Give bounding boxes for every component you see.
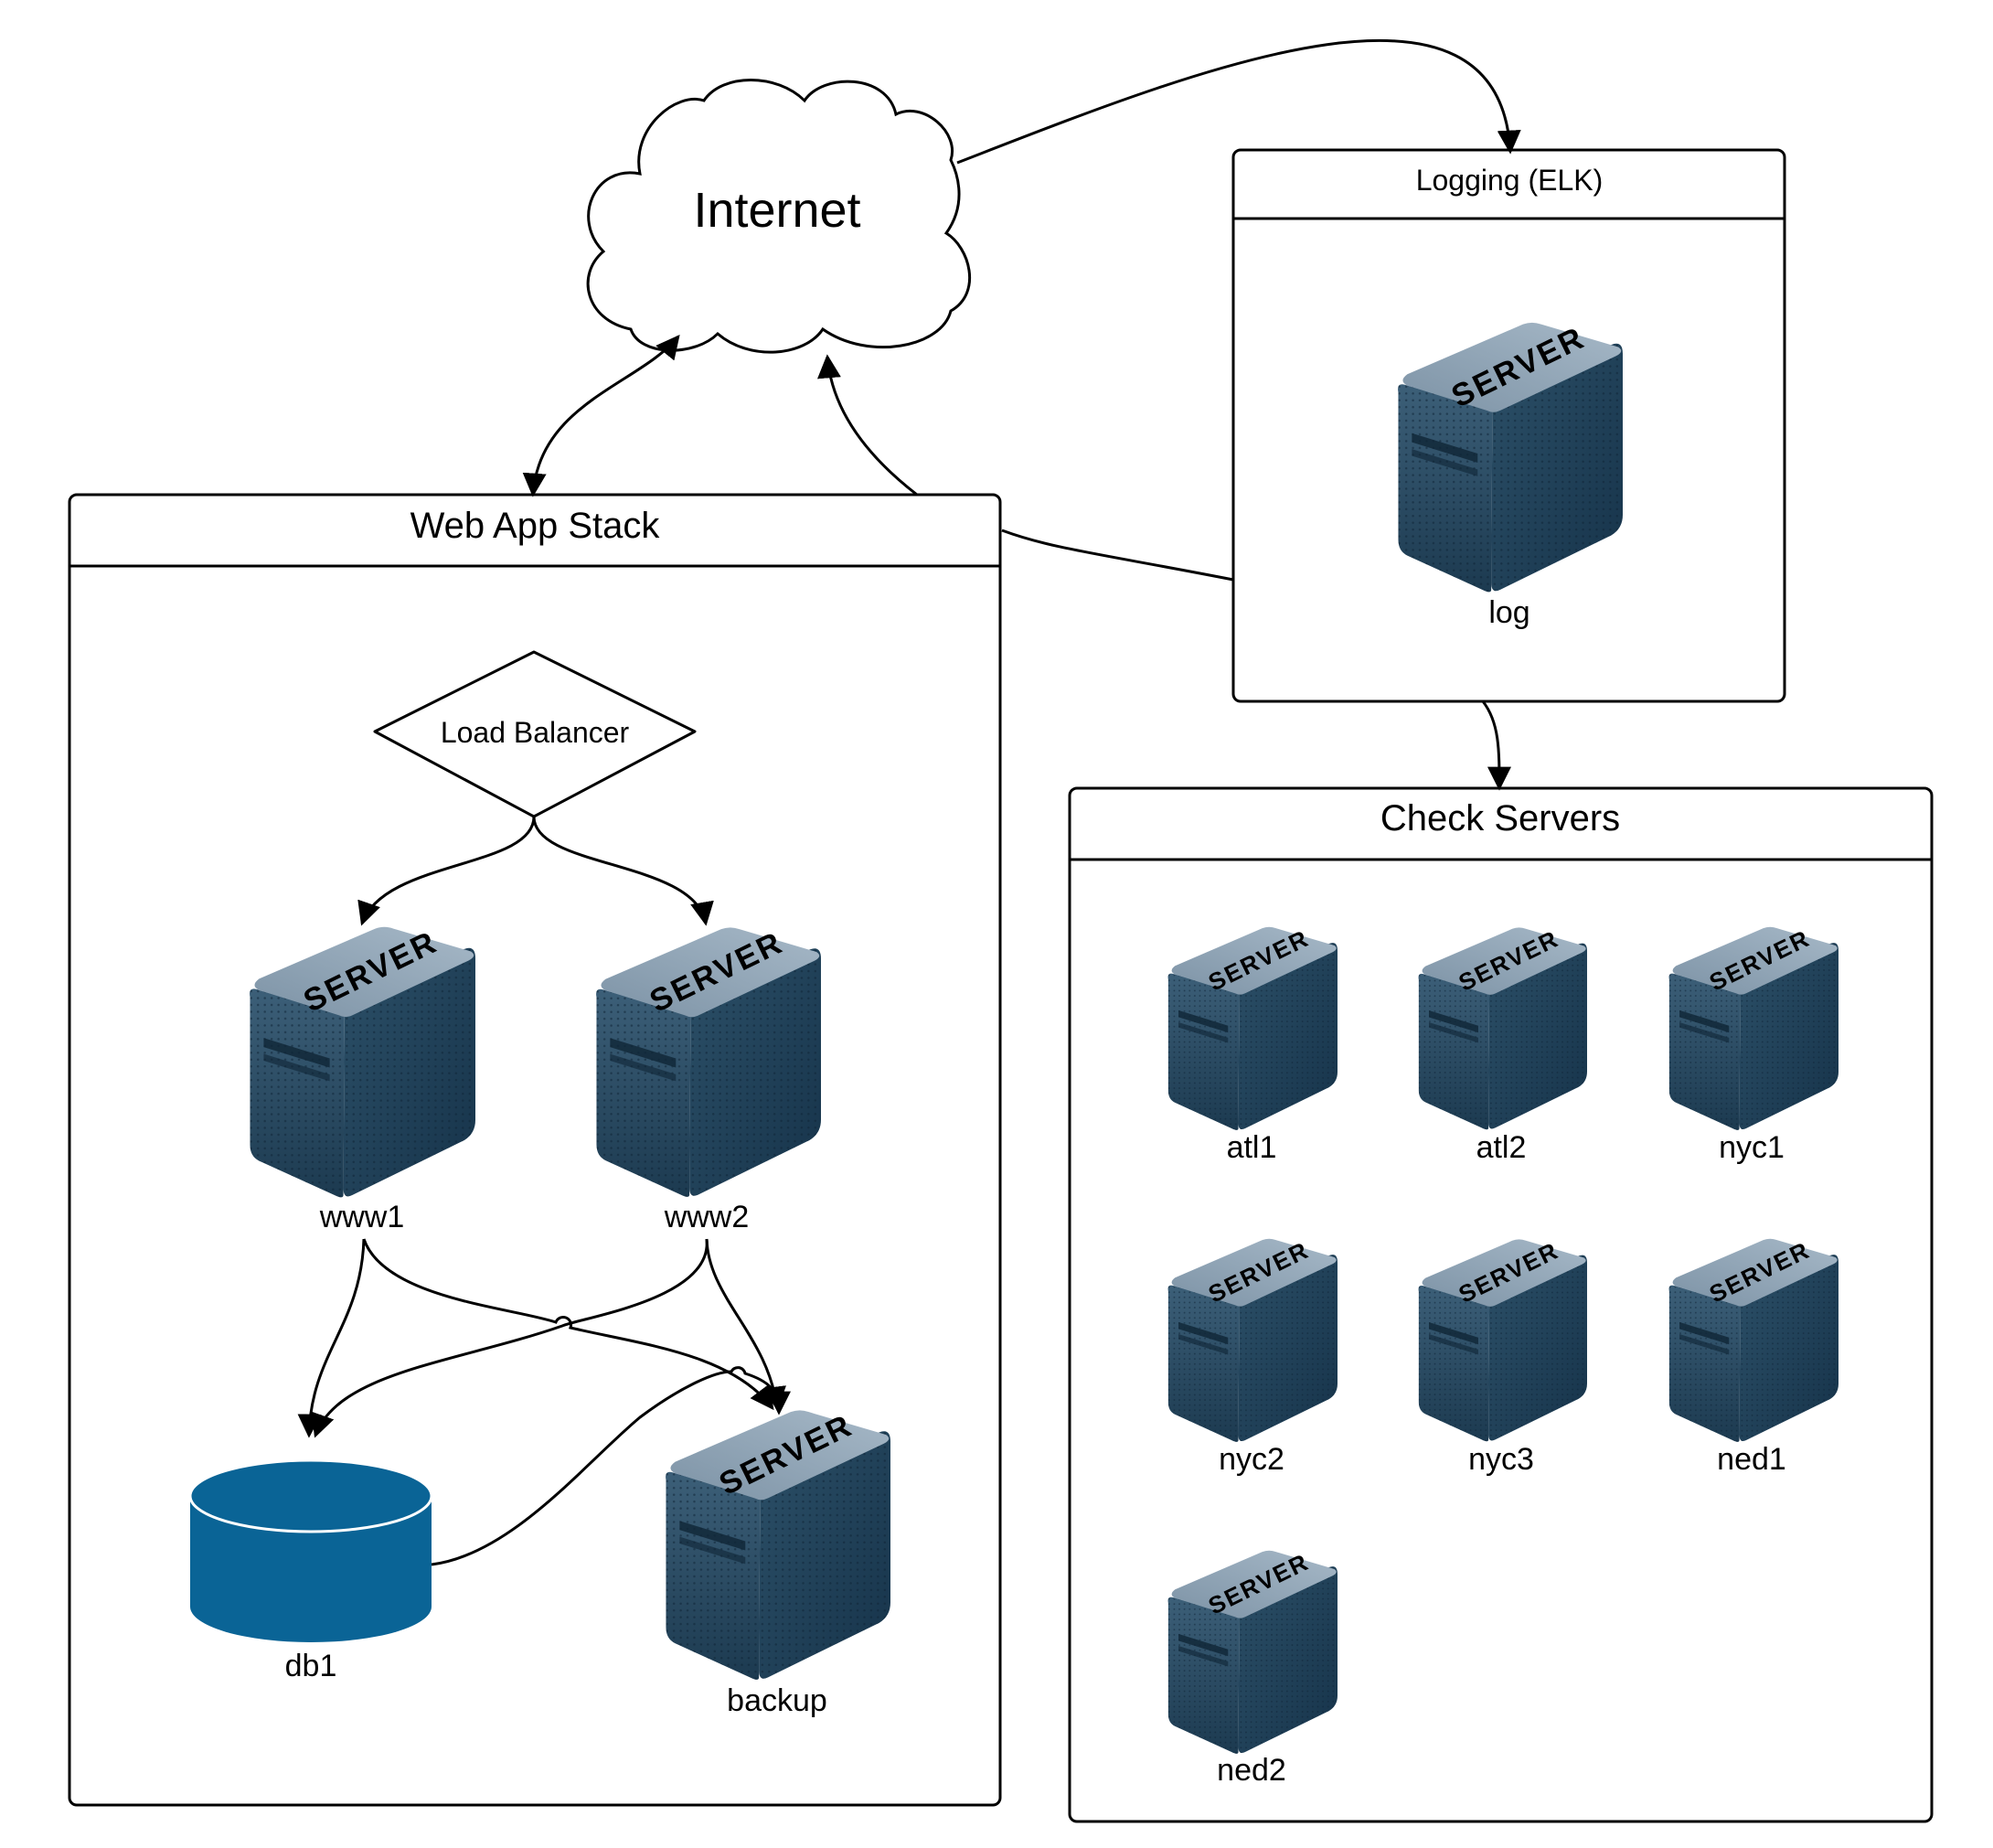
check-server-label: ned2 — [1217, 1753, 1286, 1788]
server-icon — [1167, 925, 1338, 1130]
load-balancer: Load Balancer — [373, 650, 697, 818]
check-servers-container: Check Servers — [1068, 786, 1934, 1823]
server-icon — [1418, 925, 1587, 1130]
check-servers-title: Check Servers — [1380, 798, 1620, 839]
check-server-label: ned1 — [1717, 1442, 1786, 1477]
connector-internet-to-logging — [956, 38, 1521, 165]
server-icon — [1398, 322, 1623, 593]
server-icon — [1668, 925, 1838, 1130]
server-icon — [1418, 1237, 1587, 1442]
server-icon — [250, 925, 475, 1198]
connector-webapp-to-internet — [817, 354, 918, 497]
connector-www1-to-db1 — [297, 1238, 366, 1438]
database-icon — [188, 1458, 433, 1642]
check-server-label: nyc3 — [1468, 1442, 1534, 1477]
connector-logging-to-check — [1481, 700, 1511, 791]
load-balancer-label: Load Balancer — [441, 716, 630, 749]
check-server-label: nyc1 — [1719, 1130, 1785, 1165]
connector-webapp-logging — [1001, 529, 1234, 582]
server-icon — [1167, 1549, 1338, 1754]
internet-label: Internet — [693, 183, 860, 238]
check-server-label: atl1 — [1227, 1130, 1277, 1165]
check-server-label: atl2 — [1476, 1130, 1527, 1165]
connector-www2-to-backup — [705, 1238, 786, 1411]
connectors — [297, 38, 1521, 1566]
logging-title: Logging (ELK) — [1416, 164, 1604, 197]
connector-www1-to-backup — [362, 1238, 774, 1411]
server-icon — [666, 1408, 890, 1680]
connector-lb-to-www1 — [357, 816, 536, 926]
backup-label: backup — [727, 1683, 827, 1718]
server-icon — [1668, 1237, 1838, 1442]
internet-cloud: Internet — [586, 79, 972, 354]
www1-label: www1 — [319, 1200, 405, 1234]
db1-label: db1 — [285, 1649, 337, 1683]
connector-www2-to-db1 — [311, 1238, 709, 1438]
connector-lb-to-www2 — [532, 816, 714, 926]
connector-webapp-internet — [522, 334, 680, 497]
server-icon — [1167, 1237, 1338, 1442]
server-icon — [596, 925, 821, 1197]
check-server-label: nyc2 — [1219, 1442, 1284, 1477]
web-app-stack-title: Web App Stack — [410, 506, 661, 546]
log-server-label: log — [1488, 595, 1529, 630]
connector-db1-to-backup — [431, 1366, 791, 1566]
www2-label: www2 — [664, 1200, 750, 1234]
